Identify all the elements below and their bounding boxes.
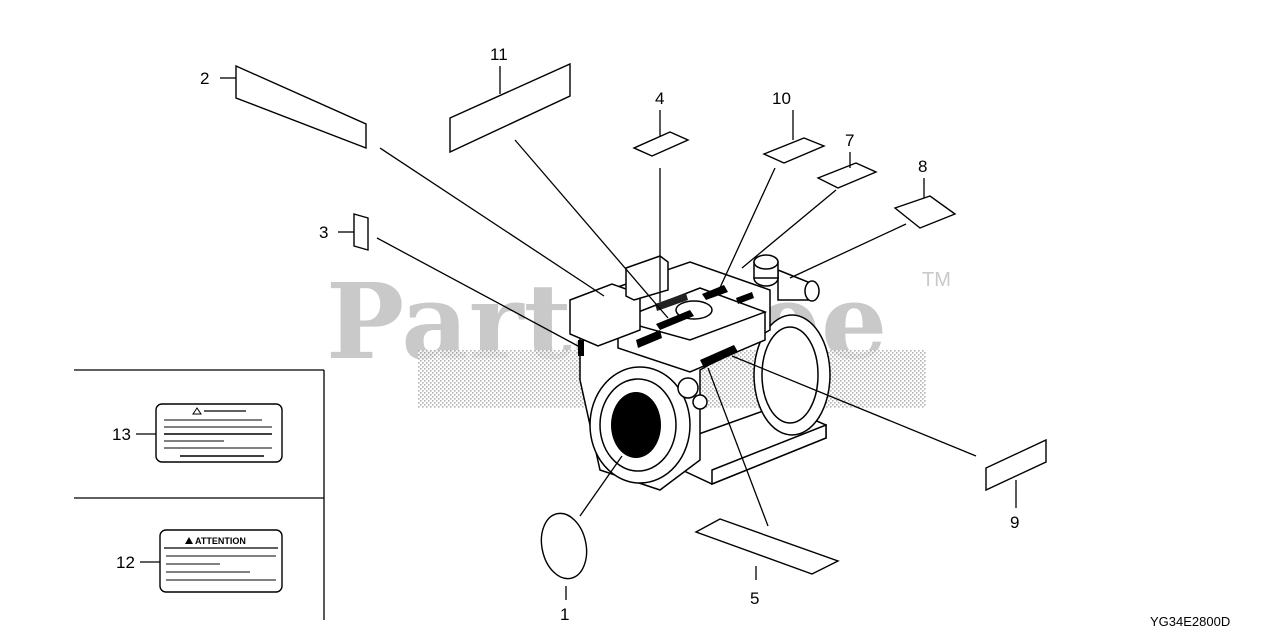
watermark-trademark: TM	[922, 269, 951, 291]
label-13	[155, 403, 283, 463]
decal-9	[985, 438, 1047, 492]
leader-10	[717, 167, 776, 293]
decal-on-tank-3	[736, 292, 754, 304]
decal-10	[762, 137, 826, 164]
decal-on-tank-1	[656, 310, 694, 330]
label-12	[159, 529, 283, 593]
decal-on-engine-front	[636, 330, 662, 348]
recoil-starter-center	[611, 392, 661, 458]
leader-7	[741, 189, 837, 269]
decal-on-tank-4	[655, 293, 688, 311]
leader-9	[731, 355, 977, 457]
callout-7: 7	[845, 131, 854, 150]
callout-9: 9	[1010, 513, 1019, 532]
pump-casing-inner	[761, 326, 819, 424]
callout-11: 11	[490, 45, 508, 64]
callout-5: 5	[750, 589, 759, 608]
decal-5	[694, 518, 840, 575]
decal-2	[235, 64, 367, 150]
leader-1	[579, 455, 623, 517]
callout-4: 4	[655, 89, 664, 108]
decal-3	[353, 213, 369, 251]
decal-on-air-cleaner	[578, 340, 584, 356]
diagram-code: YG34E2800D	[1150, 614, 1230, 629]
leader-11	[514, 139, 669, 319]
decal-on-tank-2	[702, 285, 728, 300]
callout-3: 3	[319, 223, 328, 242]
decal-7	[816, 162, 878, 189]
discharge-port-end	[804, 280, 820, 302]
decal-8	[893, 195, 957, 229]
leader-5	[707, 367, 769, 527]
label-inset-panel: ATTENTION	[74, 369, 325, 620]
decal-1-round	[540, 512, 588, 580]
decal-4	[632, 131, 690, 157]
callout-8: 8	[918, 157, 927, 176]
decal-on-engine-side	[700, 345, 738, 368]
label-12-heading: ATTENTION	[195, 536, 246, 546]
leader-2	[379, 147, 605, 297]
callout-10: 10	[772, 89, 791, 108]
priming-cap-top	[753, 254, 779, 270]
engine-control-knob-2	[692, 394, 708, 410]
label-12-warning-icon	[185, 537, 193, 544]
air-cleaner	[569, 283, 641, 347]
leader-8	[789, 223, 907, 279]
decal-11	[449, 62, 571, 154]
callout-12: 12	[116, 553, 135, 572]
callout-numbers: 2 11 3 4 10 7 8 9 5 1 13 12	[112, 45, 1019, 624]
engine-control-knob	[677, 377, 699, 399]
leader-3	[376, 237, 579, 347]
label-13-warning-icon	[192, 407, 202, 415]
callout-13: 13	[112, 425, 131, 444]
water-pump-illustration	[569, 254, 831, 491]
decal-shapes	[235, 62, 1047, 580]
callout-2: 2	[200, 69, 209, 88]
callout-1: 1	[560, 605, 569, 624]
pump-base-front	[711, 423, 827, 486]
leader-lines	[220, 66, 1017, 600]
